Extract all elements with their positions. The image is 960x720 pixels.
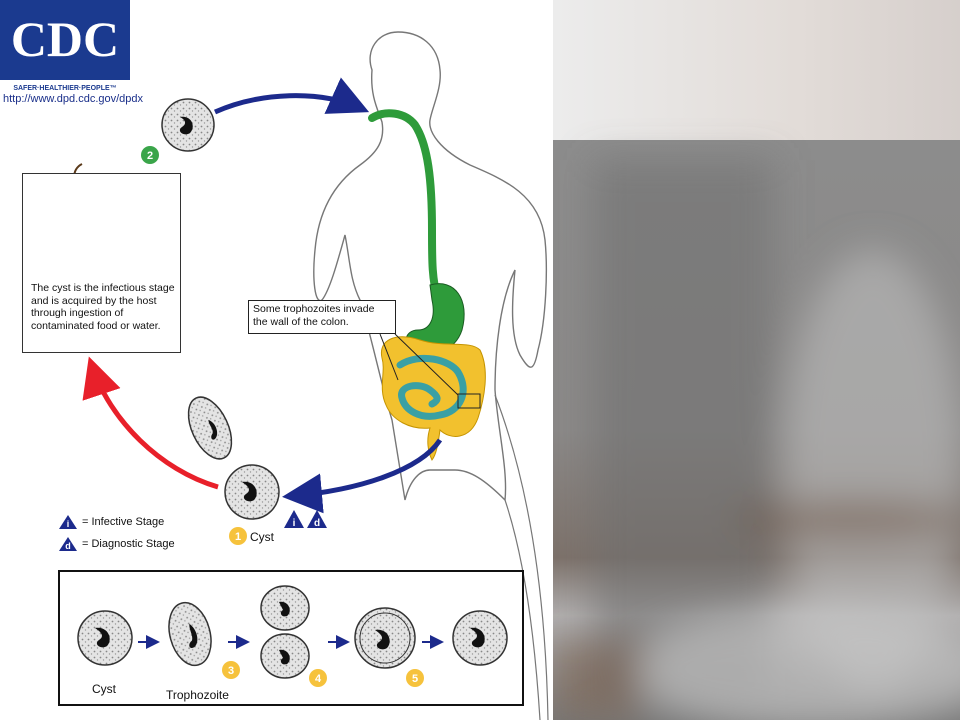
trophozoite-invasion-callout: Some trophozoites invade the wall of the… xyxy=(248,300,396,334)
ingestion-arrow xyxy=(213,77,370,115)
marker-3-label: 3 xyxy=(228,665,234,677)
seq-dividing xyxy=(260,585,310,679)
legend-i-symbol: i xyxy=(67,519,70,529)
marker-5-label: 5 xyxy=(412,673,418,685)
small-intestine xyxy=(396,354,467,420)
seq-cyst-label: Cyst xyxy=(92,682,116,696)
legend-diagnostic: d = Diagnostic Stage xyxy=(58,536,175,552)
legend-infective-label: = Infective Stage xyxy=(82,516,165,528)
logo-tagline: SAFER·HEALTHIER·PEOPLE™ xyxy=(13,85,116,92)
stage-sequence: 3 4 5 xyxy=(77,585,508,687)
legend-infective: i = Infective Stage xyxy=(58,514,164,530)
stage-marker-5: 5 xyxy=(406,669,424,687)
info-text: The cyst is the infectious stage and is … xyxy=(31,282,175,332)
trophozoite-main xyxy=(187,396,233,460)
esophagus xyxy=(368,109,442,304)
marker-4-label: 4 xyxy=(315,673,322,685)
legend-diagnostic-label: = Diagnostic Stage xyxy=(82,538,175,550)
blurred-photo xyxy=(553,0,960,720)
seq-encysting xyxy=(354,607,416,669)
cdc-logo: CDC SAFER·HEALTHIER·PEOPLE™ xyxy=(0,0,130,92)
transmission-arrow xyxy=(82,356,219,490)
colon xyxy=(380,336,486,461)
seq-cyst xyxy=(77,610,133,666)
infective-legend-icon: i xyxy=(59,515,77,529)
excretion-arrow xyxy=(282,438,443,514)
blurred-background-panel xyxy=(553,0,960,720)
legend-d-symbol: d xyxy=(65,541,71,551)
cyst-infective xyxy=(161,98,215,152)
seq-trophozoite xyxy=(168,601,212,667)
stage-marker-4: 4 xyxy=(309,669,327,687)
cyst-label: Cyst xyxy=(250,530,274,544)
stage-sequence-box: 3 4 5 Cyst Trophozoite xyxy=(58,570,524,706)
seq-cyst-final xyxy=(452,610,508,666)
logo-text: CDC xyxy=(11,11,119,67)
human-silhouette xyxy=(313,31,548,502)
stage-marker-3: 3 xyxy=(222,661,240,679)
cyst-diagnostic xyxy=(224,464,280,520)
source-url[interactable]: http://www.dpd.cdc.gov/dpdx xyxy=(3,93,144,105)
seq-trophozoite-label: Trophozoite xyxy=(166,688,229,702)
diagnostic-legend-icon: d xyxy=(59,537,77,551)
info-box: The cyst is the infectious stage and is … xyxy=(22,173,181,353)
